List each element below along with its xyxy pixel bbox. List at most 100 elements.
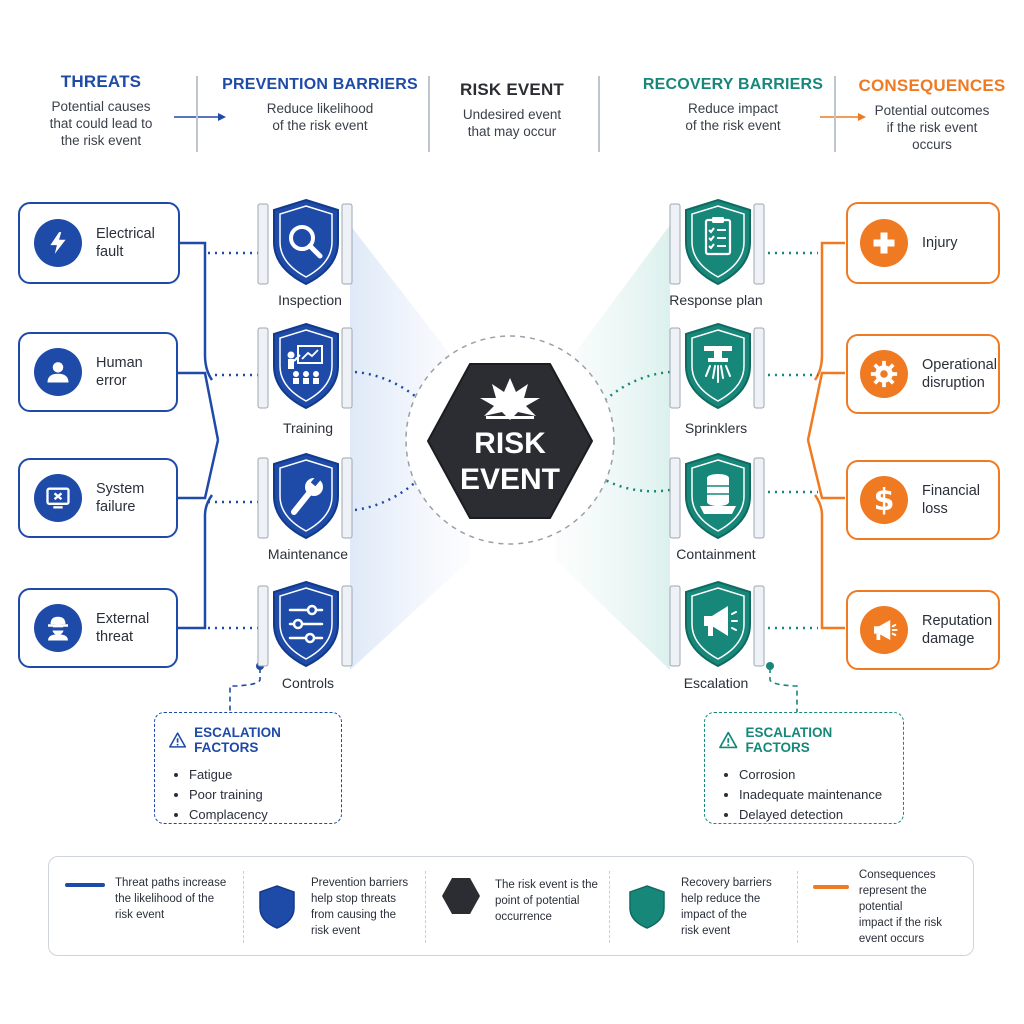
barrier-label-maintenance: Maintenance (267, 546, 349, 562)
monitor-error-icon (34, 474, 82, 522)
barrier-label-controls: Controls (281, 675, 335, 691)
clipboard-icon (669, 198, 765, 286)
escalation-left-connector (229, 668, 261, 712)
explosion-icon (480, 378, 540, 420)
barrier-label-escalation: Escalation (683, 675, 749, 691)
header-consequences: CONSEQUENCES Potential outcomes if the r… (858, 76, 1006, 153)
barrier-sprinklers[interactable] (666, 322, 770, 415)
person-icon (34, 348, 82, 396)
barrier-containment[interactable] (666, 452, 770, 545)
escalation-right-connector (769, 668, 798, 712)
prevention-desc-line: Reduce likelihood (266, 101, 374, 116)
blue-shield-icon (259, 885, 295, 929)
escalation-item: Delayed detection (739, 805, 889, 825)
warning-icon (719, 731, 738, 749)
escalation-title-right: ESCALATION FACTORS (719, 725, 889, 755)
risk-event-hexagon[interactable]: RISK EVENT (424, 360, 596, 527)
escalation-item: Poor training (189, 785, 327, 805)
presentation-icon (257, 322, 353, 410)
risk-event-text: RISK EVENT (424, 426, 596, 498)
consequences-desc-line: if the risk event (886, 120, 978, 135)
escalation-item: Fatigue (189, 765, 327, 785)
risk-desc: Undesired event that may occur (440, 106, 584, 140)
threat-paths (178, 241, 220, 630)
consequence-label: Injury (922, 235, 958, 251)
header-divider (598, 76, 600, 152)
risk-event-line1: RISK (474, 427, 546, 460)
escalation-list-right: Corrosion Inadequate maintenance Delayed… (719, 765, 889, 825)
lightning-icon (34, 219, 82, 267)
escalation-item: Inadequate maintenance (739, 785, 889, 805)
escalation-factors-right: ESCALATION FACTORS Corrosion Inadequate … (704, 712, 904, 824)
threats-title: THREATS (60, 72, 142, 91)
escalation-factors-left: ESCALATION FACTORS Fatigue Poor training… (154, 712, 342, 824)
consequence-card-injury[interactable]: Injury (846, 202, 1000, 284)
prevention-links (208, 251, 421, 630)
escalation-title-left: ESCALATION FACTORS (169, 725, 327, 755)
medical-cross-icon (860, 219, 908, 267)
escalation-title-text: ESCALATION FACTORS (194, 725, 281, 755)
consequence-line-swatch (813, 885, 849, 889)
barrier-label-training: Training (282, 420, 334, 436)
header-risk: RISK EVENT Undesired event that may occu… (440, 80, 584, 140)
legend-divider (609, 871, 610, 943)
consequences-desc-line: occurs (912, 137, 952, 152)
barrier-controls[interactable] (254, 580, 358, 673)
prevention-desc: Reduce likelihood of the risk event (222, 100, 418, 134)
intruder-icon (34, 604, 82, 652)
header-divider (834, 76, 836, 152)
escalation-list-left: Fatigue Poor training Complacency (169, 765, 327, 825)
header-threats: THREATS Potential causes that could lead… (40, 72, 162, 149)
legend-divider (425, 871, 426, 943)
escalation-item: Complacency (189, 805, 327, 825)
consequences-desc: Potential outcomes if the risk event occ… (858, 102, 1006, 153)
legend-divider (797, 871, 798, 943)
header-arrow-blue (174, 113, 226, 121)
recovery-links (604, 251, 818, 630)
barrel-icon (669, 452, 765, 540)
barrier-escalation[interactable] (666, 580, 770, 673)
barrier-training[interactable] (254, 322, 358, 415)
barrier-response-plan[interactable] (666, 198, 770, 291)
barrier-maintenance[interactable] (254, 452, 358, 545)
consequences-desc-line: Potential outcomes (874, 103, 990, 118)
sliders-icon (257, 580, 353, 668)
header-prevention: PREVENTION BARRIERS Reduce likelihood of… (222, 76, 418, 134)
header-arrow-orange (820, 113, 866, 121)
magnifier-icon (257, 198, 353, 286)
teal-shield-icon (629, 885, 665, 929)
recovery-desc-line: Reduce impact (687, 101, 779, 116)
megaphone-icon (860, 606, 908, 654)
threats-desc-line: Potential causes (51, 99, 151, 114)
threats-desc-line: that could lead to (49, 116, 153, 131)
barrier-label-sprinklers: Sprinklers (684, 420, 748, 436)
barrier-label-inspection: Inspection (278, 292, 342, 308)
warning-icon (169, 732, 187, 748)
dollar-icon: $ (860, 476, 908, 524)
risk-event-line2: EVENT (459, 463, 561, 496)
barrier-inspection[interactable] (254, 198, 358, 291)
header-divider (428, 76, 430, 152)
recovery-desc: Reduce impact of the risk event (640, 100, 826, 134)
dark-hexagon-icon (442, 878, 480, 914)
escalation-right-node (766, 662, 774, 670)
